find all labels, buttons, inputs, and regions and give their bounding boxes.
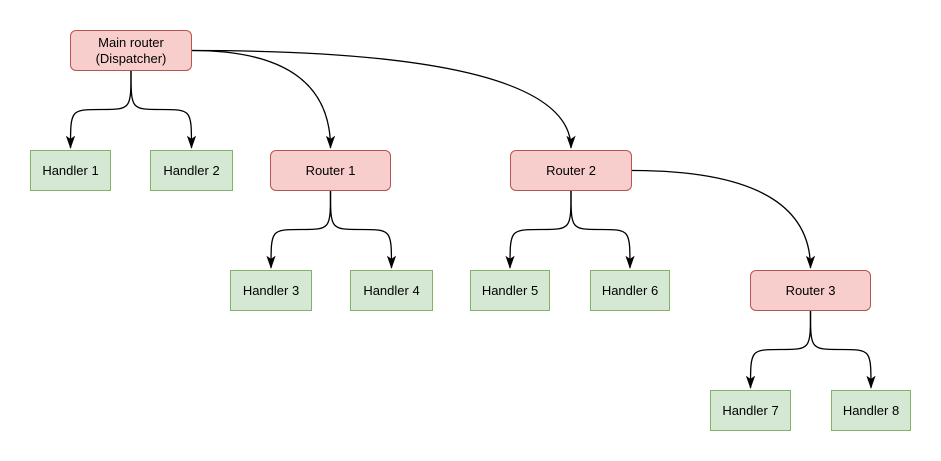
edge-router-2-to-router-3 bbox=[631, 169, 811, 269]
node-handler-1[interactable]: Handler 1 bbox=[30, 150, 111, 191]
node-handler-6[interactable]: Handler 6 bbox=[590, 270, 670, 311]
node-handler-4[interactable]: Handler 4 bbox=[350, 270, 433, 311]
node-router-1[interactable]: Router 1 bbox=[270, 150, 391, 191]
node-main-router[interactable]: Main router (Dispatcher) bbox=[70, 30, 192, 71]
edge-router-1-to-handler-4 bbox=[329, 190, 392, 268]
node-handler-3[interactable]: Handler 3 bbox=[230, 270, 312, 311]
edge-router-3-to-handler-8 bbox=[809, 310, 872, 388]
edge-main-router-to-router-1 bbox=[191, 49, 331, 149]
edge-router-3-to-handler-7 bbox=[751, 310, 812, 388]
node-handler-2[interactable]: Handler 2 bbox=[150, 150, 233, 191]
edge-router-2-to-handler-6 bbox=[570, 190, 630, 268]
edge-router-1-to-handler-3 bbox=[271, 190, 332, 268]
edge-main-router-to-handler-1 bbox=[71, 70, 132, 148]
node-handler-5[interactable]: Handler 5 bbox=[470, 270, 550, 311]
node-router-2[interactable]: Router 2 bbox=[510, 150, 632, 191]
node-router-3[interactable]: Router 3 bbox=[750, 270, 871, 311]
edge-main-router-to-router-2 bbox=[191, 49, 571, 149]
edge-router-2-to-handler-5 bbox=[510, 190, 572, 268]
edge-main-router-to-handler-2 bbox=[130, 70, 192, 148]
node-handler-8[interactable]: Handler 8 bbox=[831, 390, 911, 431]
node-handler-7[interactable]: Handler 7 bbox=[710, 390, 791, 431]
